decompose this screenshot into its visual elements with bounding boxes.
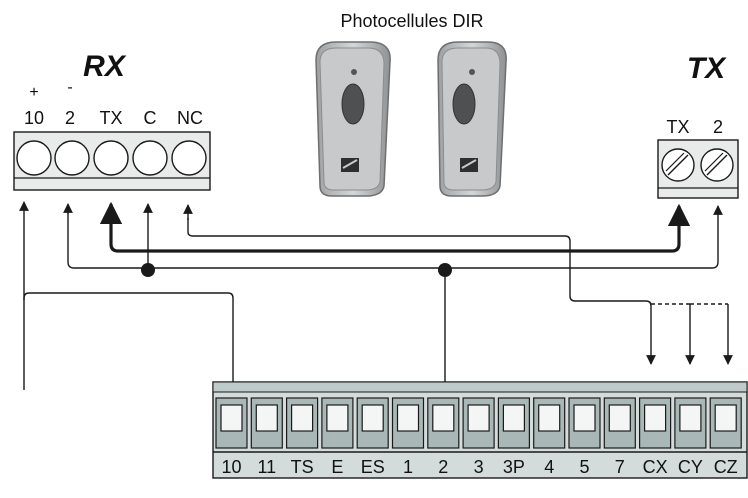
rx-minus-sign: - <box>67 79 72 96</box>
board-terminal-label: E <box>331 457 343 477</box>
screw-terminal-icon <box>326 404 349 432</box>
board-terminal-label: 1 <box>403 457 413 477</box>
screw-terminal-icon <box>573 404 596 432</box>
rx-terminal-label: NC <box>177 108 203 128</box>
wiring <box>19 201 733 411</box>
tx-label: TX <box>687 52 727 85</box>
diagram-title: Photocellules DIR <box>340 11 483 31</box>
screw-terminal-icon <box>220 404 243 432</box>
board-terminal-label: 5 <box>579 457 589 477</box>
screw-terminal-icon <box>255 404 278 432</box>
rx-label: RX <box>83 50 127 83</box>
rx-terminal-label: C <box>144 108 157 128</box>
board-terminal-label: 3P <box>503 457 525 477</box>
board-terminal-label: ES <box>361 457 385 477</box>
rx-terminal-label: 10 <box>24 108 44 128</box>
board-terminal-label: 4 <box>544 457 554 477</box>
screw-terminal-icon <box>502 404 525 432</box>
tx-terminal-label: 2 <box>713 117 723 137</box>
board-terminal-label: CZ <box>714 457 738 477</box>
arrow-icon <box>109 203 691 253</box>
rx-terminal-block <box>13 131 211 191</box>
screw-terminal-icon <box>54 140 90 176</box>
arrow-icon <box>23 292 238 411</box>
board-terminal-label: 11 <box>257 457 276 477</box>
control-board-terminal-strip <box>212 381 748 479</box>
screw-terminal-icon <box>538 404 561 432</box>
screw-terminal-icon <box>93 140 129 176</box>
screw-terminal-icon <box>396 404 420 432</box>
screw-terminal-icon <box>171 140 207 176</box>
board-terminal-label: 3 <box>474 457 484 477</box>
tx-terminal-block <box>657 139 739 199</box>
screw-terminal-icon <box>467 404 490 432</box>
rx-terminal-label: TX <box>99 108 122 128</box>
arrow-icon <box>67 205 723 269</box>
screw-terminal-icon <box>679 404 702 432</box>
tx-terminal-label: TX <box>666 117 689 137</box>
board-terminal-label: TS <box>291 457 314 477</box>
arrow-icon <box>187 218 656 365</box>
screw-terminal-icon <box>432 404 455 432</box>
screw-terminal-icon <box>16 140 52 176</box>
screw-terminal-icon <box>608 404 631 432</box>
screw-terminal-icon <box>361 404 384 432</box>
board-terminal-label: 2 <box>438 457 448 477</box>
junction-dot-icon <box>141 263 155 277</box>
screw-terminal-icon <box>132 140 168 176</box>
rx-terminal-label: 2 <box>65 108 75 128</box>
board-terminal-label: CY <box>678 457 703 477</box>
photocell-device-icon <box>437 41 507 197</box>
junction-dot-icon <box>438 263 452 277</box>
screw-terminal-icon <box>291 404 314 432</box>
photocell-device-icon <box>315 41 391 197</box>
board-terminal-label: CX <box>643 457 668 477</box>
screw-terminal-icon <box>714 404 737 432</box>
board-terminal-label: 10 <box>221 457 241 477</box>
screw-terminal-icon <box>643 404 667 432</box>
rx-plus-sign: + <box>29 84 38 101</box>
board-terminal-label: 7 <box>615 457 625 477</box>
